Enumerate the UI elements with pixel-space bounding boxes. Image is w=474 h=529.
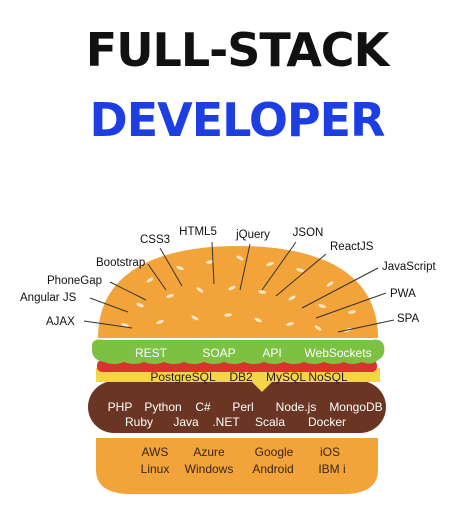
bottom-bun-label: IBM i <box>318 462 345 476</box>
sesame-seed <box>121 323 129 327</box>
sesame-seed <box>258 290 266 294</box>
sesame-seed <box>266 261 274 267</box>
lettuce-label: API <box>262 346 281 360</box>
callout-label: jQuery <box>235 229 270 241</box>
lettuce-label: REST <box>135 346 168 360</box>
bottom-bun-label: AWS <box>142 445 169 459</box>
sesame-seed <box>288 295 296 301</box>
callout-line <box>109 281 147 301</box>
sesame-seed <box>156 319 164 325</box>
callout-label: Bootstrap <box>96 257 145 269</box>
patty-label: C# <box>195 400 211 414</box>
patty-label: PHP <box>108 400 133 414</box>
sesame-seed <box>236 255 244 261</box>
sesame-seed <box>196 287 204 293</box>
title-full-stack: FULL-STACK <box>85 23 389 77</box>
callout-label: HTML5 <box>179 226 217 238</box>
callout-line <box>301 267 379 309</box>
callout-line <box>239 243 251 291</box>
callout-label: PhoneGap <box>47 275 102 287</box>
callout-label: JSON <box>293 227 324 239</box>
lettuce-label: WebSockets <box>304 346 371 360</box>
patty-label: Ruby <box>125 415 153 429</box>
sesame-seed <box>254 317 262 323</box>
sesame-seed <box>146 277 154 283</box>
sesame-seed <box>348 310 356 314</box>
callout-label: Angular JS <box>20 292 77 304</box>
sesame-seed <box>314 325 322 331</box>
bottom-bun-label: Azure <box>193 445 225 459</box>
patty-label: Node.js <box>276 400 317 414</box>
sesame-seed <box>206 260 214 264</box>
sesame-seed <box>318 303 326 309</box>
cheese-slice <box>96 368 380 392</box>
sesame-seed <box>224 313 232 317</box>
callout-label: ReactJS <box>330 241 374 253</box>
sesame-seed <box>326 281 334 287</box>
callout-line <box>89 297 129 313</box>
sesame-seed <box>166 294 174 298</box>
callout-label: CSS3 <box>140 234 170 246</box>
sesame-seed <box>296 268 304 272</box>
patty-label: Perl <box>232 400 253 414</box>
bottom-bun-label: iOS <box>320 445 340 459</box>
callout-line <box>315 292 387 319</box>
callout-label: JavaScript <box>382 261 436 273</box>
callout-lines <box>83 241 395 333</box>
patty-label: .NET <box>212 415 240 429</box>
bottom-bun-label: Google <box>255 445 294 459</box>
sesame-seeds <box>121 255 356 333</box>
bottom-bun <box>96 438 378 494</box>
callout-label: SPA <box>397 313 419 325</box>
callout-line <box>159 247 183 287</box>
patty <box>88 381 386 433</box>
title-developer: DEVELOPER <box>89 93 386 147</box>
sesame-seed <box>176 265 184 271</box>
lettuce-leaf <box>92 339 385 364</box>
patty-label: Docker <box>308 415 346 429</box>
callout-line <box>261 241 297 291</box>
cheese-label: MySQL <box>266 370 306 384</box>
cheese-label: DB2 <box>229 370 253 384</box>
bottom-bun-label: Android <box>252 462 293 476</box>
sesame-seed <box>286 322 294 326</box>
patty-label: Python <box>144 400 181 414</box>
sesame-seed <box>191 315 199 321</box>
bottom-bun-label: Windows <box>185 462 234 476</box>
callout-line <box>275 253 327 297</box>
callout-line <box>337 319 395 333</box>
lettuce-label: SOAP <box>202 346 235 360</box>
patty-label: MongoDB <box>329 400 382 414</box>
patty-label: Scala <box>255 415 285 429</box>
cheese-label: NoSQL <box>308 370 348 384</box>
cheese-label: PostgreSQL <box>150 370 216 384</box>
callout-line <box>211 241 215 285</box>
callout-line <box>147 263 167 291</box>
bottom-bun-label: Linux <box>141 462 170 476</box>
callout-label: AJAX <box>46 316 75 328</box>
callout-label: PWA <box>390 288 416 300</box>
sesame-seed <box>136 302 144 308</box>
sesame-seed <box>228 285 236 291</box>
callout-line <box>83 320 133 329</box>
patty-label: Java <box>173 415 199 429</box>
